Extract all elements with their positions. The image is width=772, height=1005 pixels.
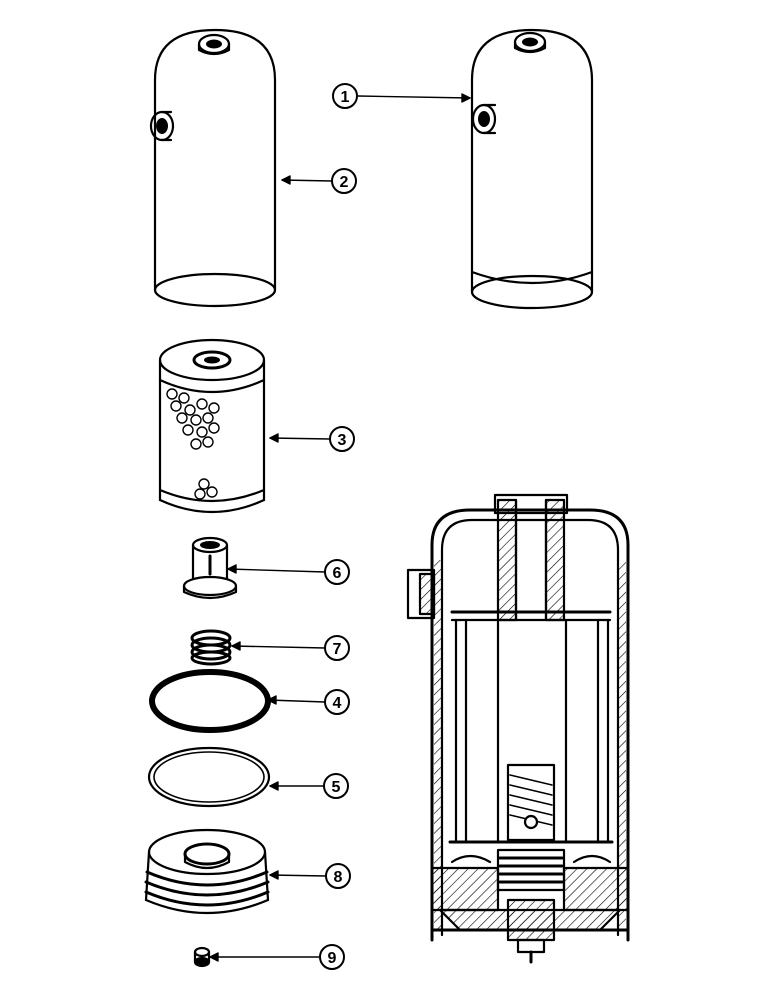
leader-6 <box>227 568 326 573</box>
callout-2: 2 <box>331 168 357 194</box>
leader-7 <box>231 645 326 649</box>
o-ring-part-4 <box>149 669 271 733</box>
callout-4: 4 <box>324 689 350 715</box>
filter-housing-part-2 <box>149 28 277 308</box>
callout-6-label: 6 <box>333 565 342 582</box>
leader-lines <box>209 93 471 962</box>
callout-1: 1 <box>332 83 358 109</box>
leader-4 <box>267 699 326 703</box>
filter-element-part-3 <box>158 338 266 514</box>
callout-5: 5 <box>323 773 349 799</box>
callout-5-label: 5 <box>332 779 341 796</box>
callout-1-label: 1 <box>341 89 350 106</box>
filter-housing-part-1 <box>470 28 594 310</box>
callout-7: 7 <box>324 635 350 661</box>
callout-8-label: 8 <box>334 869 343 886</box>
callout-3-label: 3 <box>338 432 347 449</box>
callout-3: 3 <box>329 426 355 452</box>
callout-8: 8 <box>325 863 351 889</box>
callout-9-label: 9 <box>328 950 337 967</box>
leader-3 <box>269 437 331 440</box>
callout-4-label: 4 <box>333 695 342 712</box>
leader-8 <box>269 874 327 877</box>
callout-6: 6 <box>324 559 350 585</box>
callout-7-label: 7 <box>333 641 342 658</box>
valve-sleeve-part-6 <box>182 536 238 600</box>
spring-part-7 <box>190 629 232 666</box>
callout-9: 9 <box>319 944 345 970</box>
callout-2-label: 2 <box>340 174 349 191</box>
gasket-part-5 <box>147 746 271 808</box>
base-part-8 <box>144 828 270 915</box>
plug-part-9 <box>193 946 211 968</box>
cross-section-assembly <box>406 493 630 964</box>
callouts: 1 2 3 6 7 4 5 8 <box>319 83 358 970</box>
leader-1 <box>357 95 471 99</box>
